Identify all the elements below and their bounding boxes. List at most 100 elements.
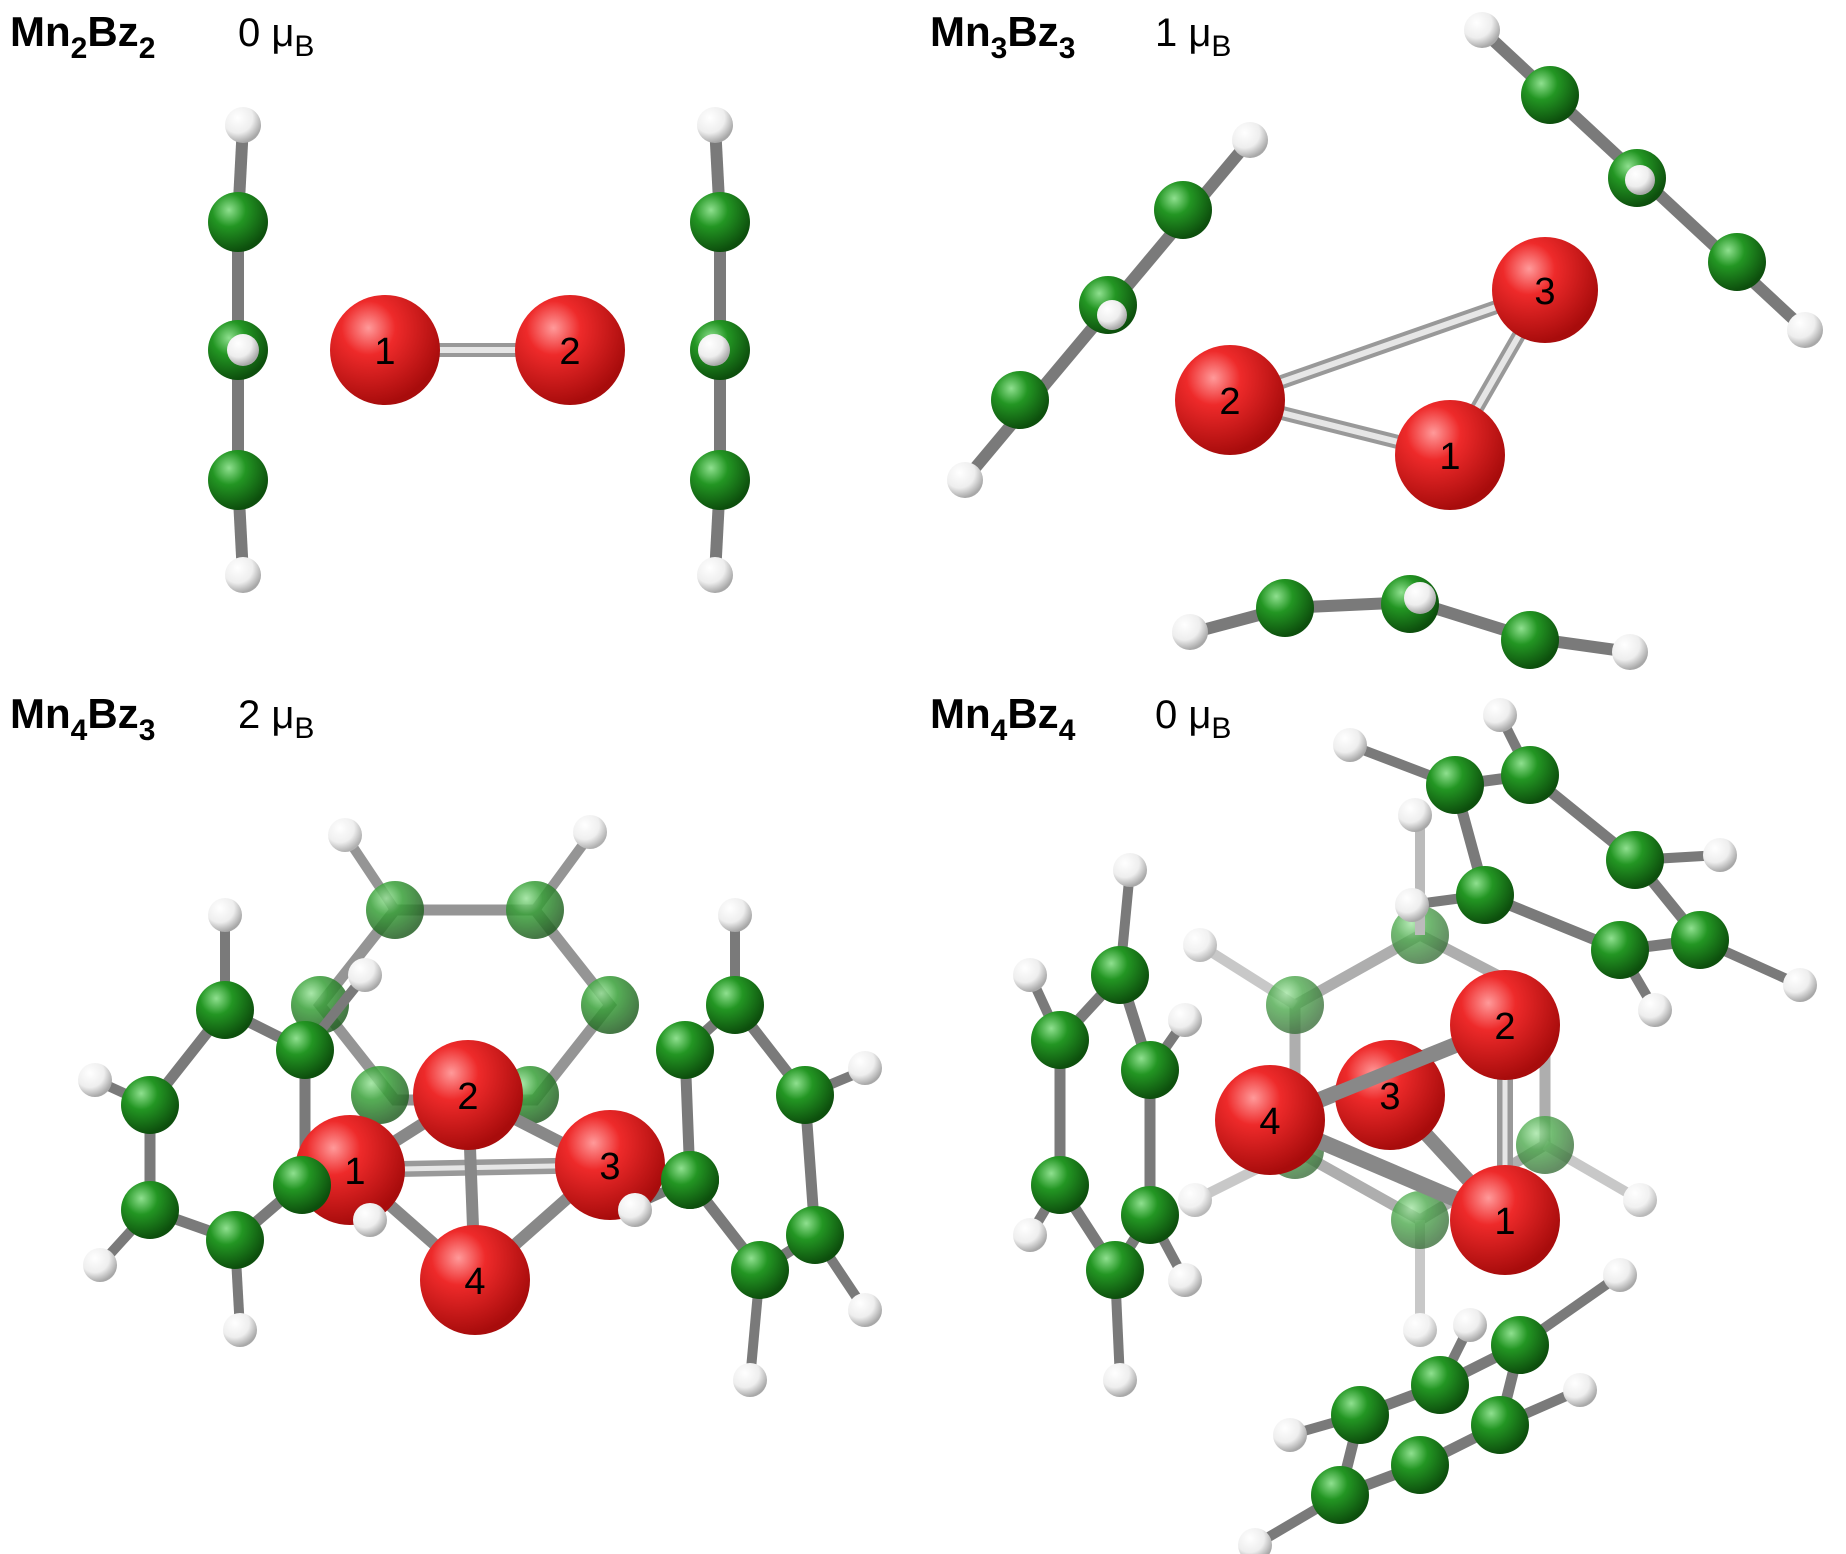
mn-atom-1: 1 [1450,1165,1560,1275]
panel-label-mn4bz3: Mn4Bz3 2 μB [10,690,314,747]
hydrogen-atom [1333,728,1367,762]
manganese-atom [330,295,440,405]
hydrogen-atom [1483,698,1517,732]
carbon-atom [991,371,1049,429]
carbon-atom [366,881,424,939]
hydrogen-atom [1183,928,1217,962]
carbon-atom [1591,921,1649,979]
hydrogen-atom [1703,838,1737,872]
benzene-upper-right [1464,12,1823,348]
carbon-atom [506,881,564,939]
mn-label: 3 [599,1146,620,1188]
carbon-atom [276,1021,334,1079]
carbon-atom [1521,66,1579,124]
formula-mn2bz2: Mn2Bz2 [10,8,155,65]
hydrogen-atom [223,1313,257,1347]
hydrogen-atom [947,462,983,498]
hydrogen-atom [1172,614,1208,650]
carbon-atom [1086,1241,1144,1299]
moment-mn4bz4: 0 μB [1155,693,1231,745]
hydrogen-atom [698,334,730,366]
molecule-mn4bz4: 3 2 4 1 [1013,698,1817,1554]
mn-atom-4: 4 [420,1225,530,1335]
mn-atom-2: 2 [1175,345,1285,455]
carbon-atom [1256,579,1314,637]
hydrogen-atom [1403,1313,1437,1347]
carbon-atom [1031,1156,1089,1214]
hydrogen-atom [733,1363,767,1397]
hydrogen-atom [697,107,733,143]
carbon-atom [206,1211,264,1269]
hydrogen-atom [1623,1183,1657,1217]
hydrogen-atom [353,1203,387,1237]
hydrogen-atom [1168,1263,1202,1297]
carbon-atom [1266,976,1324,1034]
carbon-atom [208,192,268,252]
hydrogen-atom [848,1293,882,1327]
panel-label-mn4bz4: Mn4Bz4 0 μB [930,690,1231,747]
mn-atom-2: 2 [515,295,625,405]
hydrogen-atom [1625,165,1655,195]
hydrogen-atom [848,1051,882,1085]
carbon-atom [1091,946,1149,1004]
carbon-atom [196,981,254,1039]
mn-label: 4 [464,1261,485,1303]
carbon-atom [1491,1316,1549,1374]
hydrogen-atom [1232,122,1268,158]
hydrogen-atom [348,958,382,992]
hydrogen-atom [1097,300,1127,330]
hydrogen-atom [1113,853,1147,887]
carbon-atom [1501,746,1559,804]
carbon-atom [1606,831,1664,889]
mn-atom-3: 3 [555,1110,665,1220]
hydrogen-atom [328,818,362,852]
mn-label: 1 [1439,436,1460,478]
carbon-atom [1471,1396,1529,1454]
mn-label: 4 [1259,1101,1280,1143]
carbon-atom [786,1206,844,1264]
carbon-atom [1121,1186,1179,1244]
carbon-atom [121,1181,179,1239]
panel-label-mn2bz2: Mn2Bz2 0 μB [10,8,314,65]
panel-label-mn3bz3: Mn3Bz3 1 μB [930,8,1231,65]
mn-atom-2: 2 [413,1040,523,1150]
carbon-atom [273,1156,331,1214]
mn-label: 2 [559,331,580,373]
benzene-top-right [1333,698,1817,1027]
formula-mn4bz3: Mn4Bz3 [10,690,155,747]
hydrogen-atom [225,107,261,143]
hydrogen-atom [1404,582,1436,614]
carbon-atom [1391,1436,1449,1494]
hydrogen-atom [1168,1003,1202,1037]
hydrogen-atom [718,898,752,932]
mn-label: 2 [1494,1006,1515,1048]
molecule-mn2bz2: 1 2 [208,107,750,593]
carbon-atom [1031,1011,1089,1069]
hydrogen-atom [225,557,261,593]
mn-atom-3: 3 [1492,237,1598,343]
hydrogen-atom [208,898,242,932]
benzene-right [632,898,882,1397]
hydrogen-atom [83,1248,117,1282]
carbon-atom [731,1241,789,1299]
carbon-atom [1154,181,1212,239]
hydrogen-atom [618,1193,652,1227]
carbon-atom [690,450,750,510]
hydrogen-atom [1013,1218,1047,1252]
benzene-left [208,107,268,593]
carbon-atom [1456,866,1514,924]
mn-atom-4: 4 [1215,1065,1325,1175]
mn-atom-2: 2 [1450,970,1560,1080]
moment-mn2bz2: 0 μB [238,11,314,63]
formula-mn3bz3: Mn3Bz3 [930,8,1075,65]
molecule-mn3bz3: 3 2 1 [947,12,1823,670]
hydrogen-atom [1178,1183,1212,1217]
mn-label: 1 [1494,1201,1515,1243]
hydrogen-atom [1398,798,1432,832]
manganese-atom [1492,237,1598,343]
hydrogen-atom [1238,1528,1272,1554]
hydrogen-atom [1464,12,1500,48]
carbon-atom [351,1066,409,1124]
carbon-atom [1121,1041,1179,1099]
